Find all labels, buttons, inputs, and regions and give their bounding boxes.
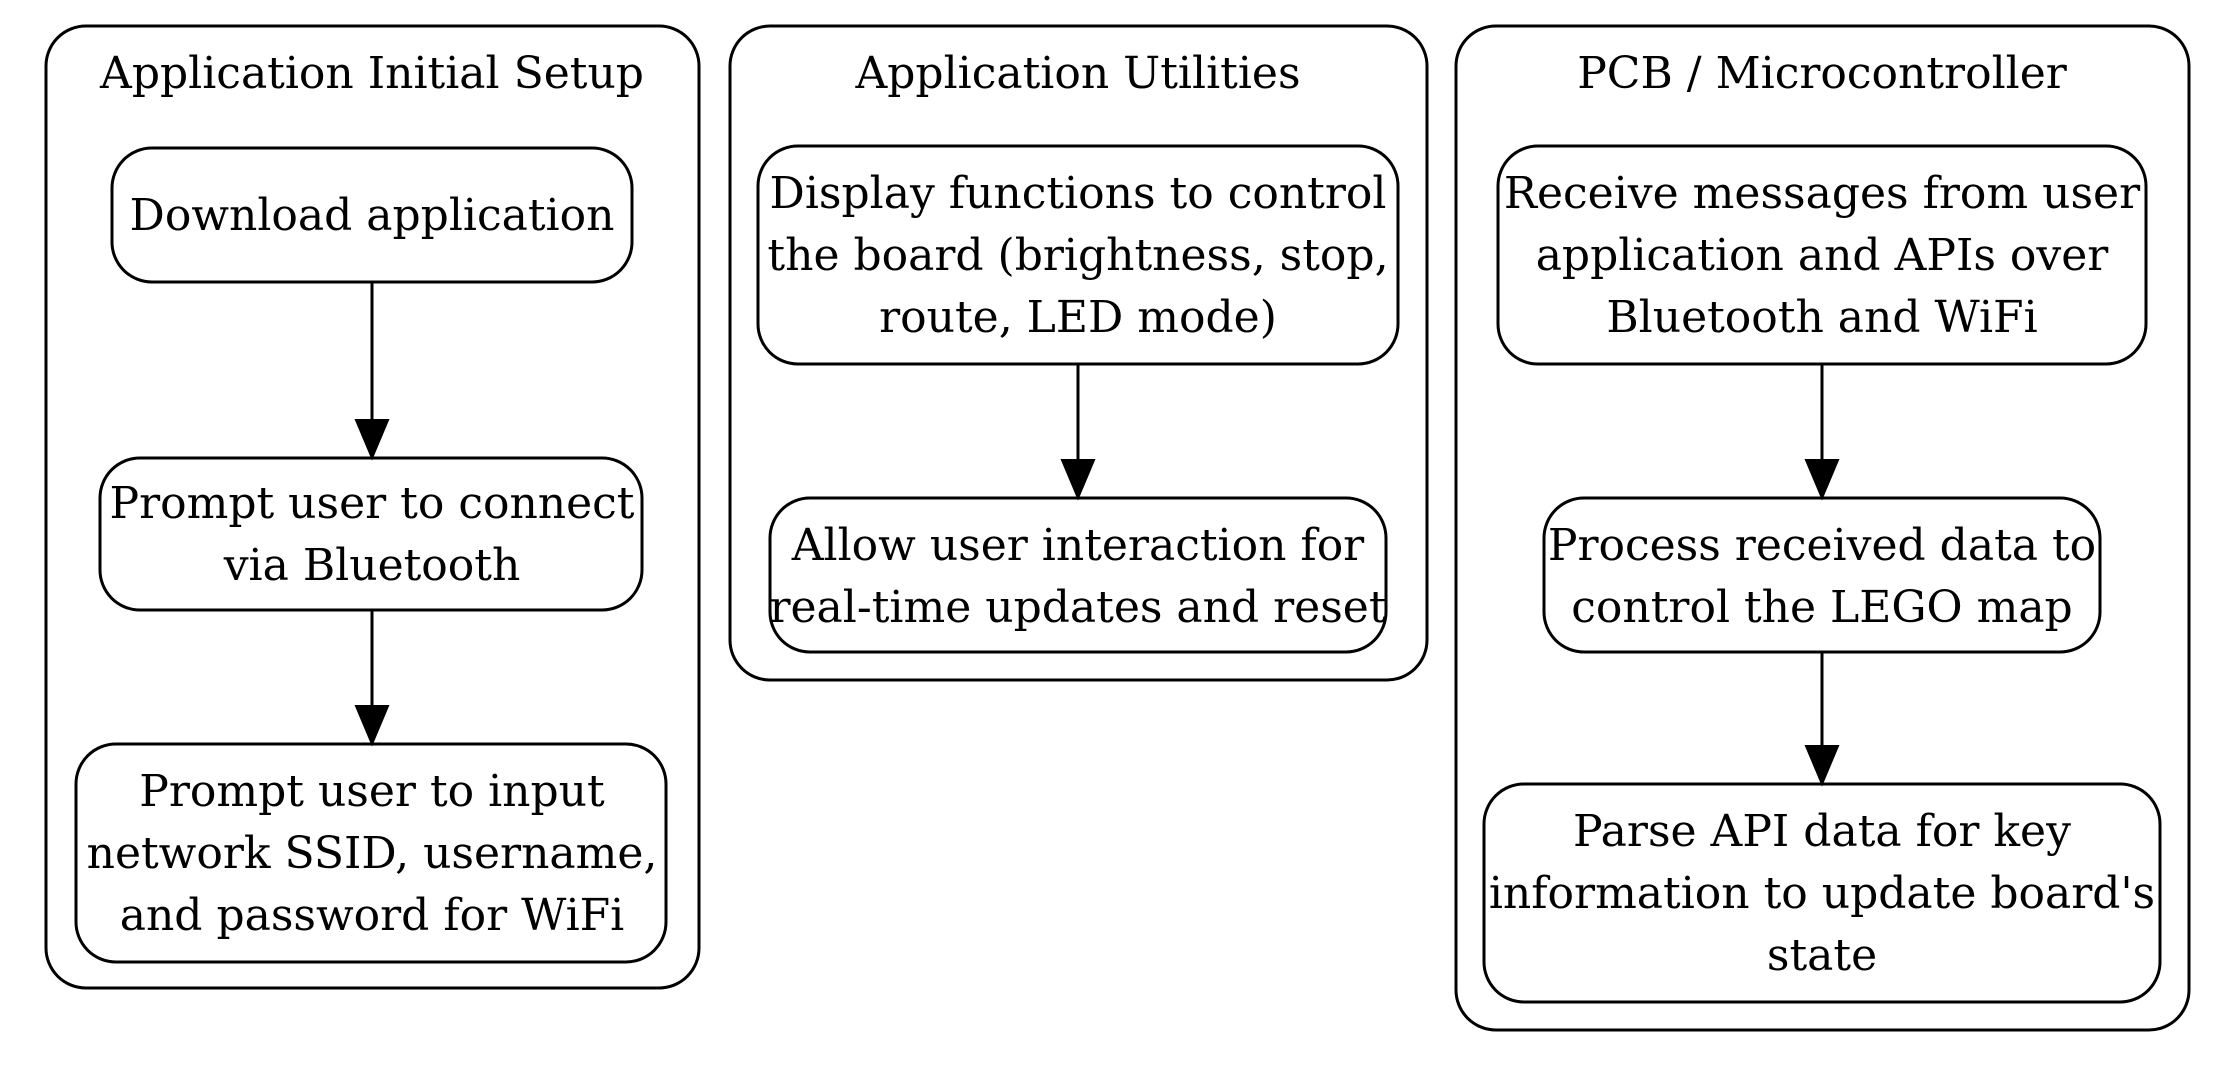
node-text-line: control the LEGO map — [1571, 582, 2072, 633]
edge-process-to-parse — [1804, 652, 1840, 787]
node-prompt-bluetooth: Prompt user to connect via Bluetooth — [98, 456, 644, 612]
node-text-line: Display functions to control — [770, 168, 1387, 219]
node-text-line: real-time updates and reset — [769, 582, 1386, 633]
node-text-line: network SSID, username, — [87, 828, 658, 879]
arrowhead-icon — [1060, 459, 1096, 501]
cluster-application-utilities: Application Utilities Display functions … — [728, 24, 1429, 682]
node-text-line: via Bluetooth — [223, 540, 521, 591]
cluster-title: Application Utilities — [854, 48, 1300, 99]
node-text-line: information to update board's — [1489, 868, 2155, 919]
node-text-line: Bluetooth and WiFi — [1606, 292, 2037, 343]
node-process-received-data: Process received data to control the LEG… — [1542, 496, 2102, 654]
node-text-line: the board (brightness, stop, — [767, 230, 1388, 281]
node-allow-user-interaction: Allow user interaction for real-time upd… — [768, 496, 1388, 654]
node-text-line: state — [1767, 930, 1877, 981]
edge-download-to-bluetooth — [354, 282, 390, 461]
node-prompt-wifi-credentials: Prompt user to input network SSID, usern… — [74, 742, 668, 964]
arrowhead-icon — [354, 705, 390, 747]
arrowhead-icon — [1804, 459, 1840, 501]
node-display-functions: Display functions to control the board (… — [756, 144, 1400, 366]
cluster-pcb-microcontroller: PCB / Microcontroller Receive messages f… — [1454, 24, 2191, 1032]
node-text-line: route, LED mode) — [879, 292, 1277, 343]
cluster-title: Application Initial Setup — [99, 48, 644, 99]
node-text-line: and password for WiFi — [120, 890, 625, 941]
node-text-line: Parse API data for key — [1573, 806, 2071, 857]
arrowhead-icon — [354, 419, 390, 461]
cluster-title: PCB / Microcontroller — [1577, 48, 2068, 99]
edge-display-to-interaction — [1060, 364, 1096, 501]
node-text-line: application and APIs over — [1536, 230, 2110, 281]
cluster-application-initial-setup: Application Initial Setup Download appli… — [44, 24, 701, 990]
node-text-line: Prompt user to input — [139, 766, 605, 817]
arrowhead-icon — [1804, 745, 1840, 787]
node-parse-api-data: Parse API data for key information to up… — [1482, 782, 2162, 1004]
node-text-line: Process received data to — [1548, 520, 2096, 571]
node-receive-messages: Receive messages from user application a… — [1496, 144, 2148, 366]
edge-receive-to-process — [1804, 364, 1840, 501]
node-text-line: Receive messages from user — [1504, 168, 2141, 219]
node-text-line: Allow user interaction for — [791, 520, 1365, 571]
node-text-line: Prompt user to connect — [110, 478, 635, 529]
node-text-line: Download application — [130, 190, 615, 241]
edge-bluetooth-to-wifi — [354, 610, 390, 747]
node-download-application: Download application — [110, 146, 634, 284]
